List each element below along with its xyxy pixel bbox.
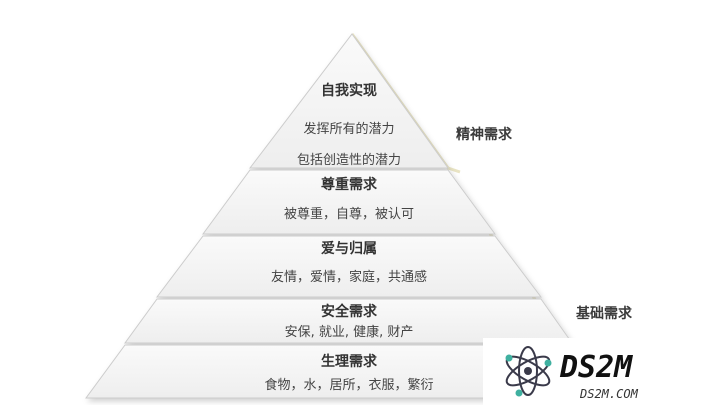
level-title-love-belonging: 爱与归属: [321, 240, 377, 257]
pyramid: [85, 33, 614, 399]
level-desc-safety: 安保, 就业, 健康, 财产: [285, 324, 414, 340]
level-desc-self-actualization-2: 包括创造性的潜力: [297, 152, 401, 168]
level-title-safety: 安全需求: [321, 303, 378, 320]
level-desc-love-belonging: 友情，爱情，家庭，共通感: [271, 269, 427, 285]
pyramid-level-self-actualization: [248, 33, 449, 169]
level-title-self-actualization: 自我实现: [321, 82, 377, 99]
pyramid-level-esteem: [202, 169, 496, 235]
level-desc-self-actualization-1: 发挥所有的潜力: [303, 121, 394, 137]
pyramid-level-love-belonging: [155, 235, 543, 298]
level-title-physiological: 生理需求: [321, 353, 378, 370]
level-title-esteem: 尊重需求: [321, 176, 378, 193]
ds2m-watermark: DS2M DS2M.COM: [483, 338, 720, 405]
watermark-wordmark: DS2M: [559, 350, 633, 385]
watermark-url: DS2M.COM: [579, 387, 639, 401]
level-desc-esteem: 被尊重，自尊，被认可: [284, 206, 414, 222]
group-label-spiritual-needs: 精神需求: [456, 126, 513, 143]
level-desc-physiological: 食物，水，居所，衣服，繁衍: [264, 377, 433, 393]
atom-logo-icon: [505, 346, 552, 397]
group-label-basic-needs: 基础需求: [576, 305, 633, 322]
